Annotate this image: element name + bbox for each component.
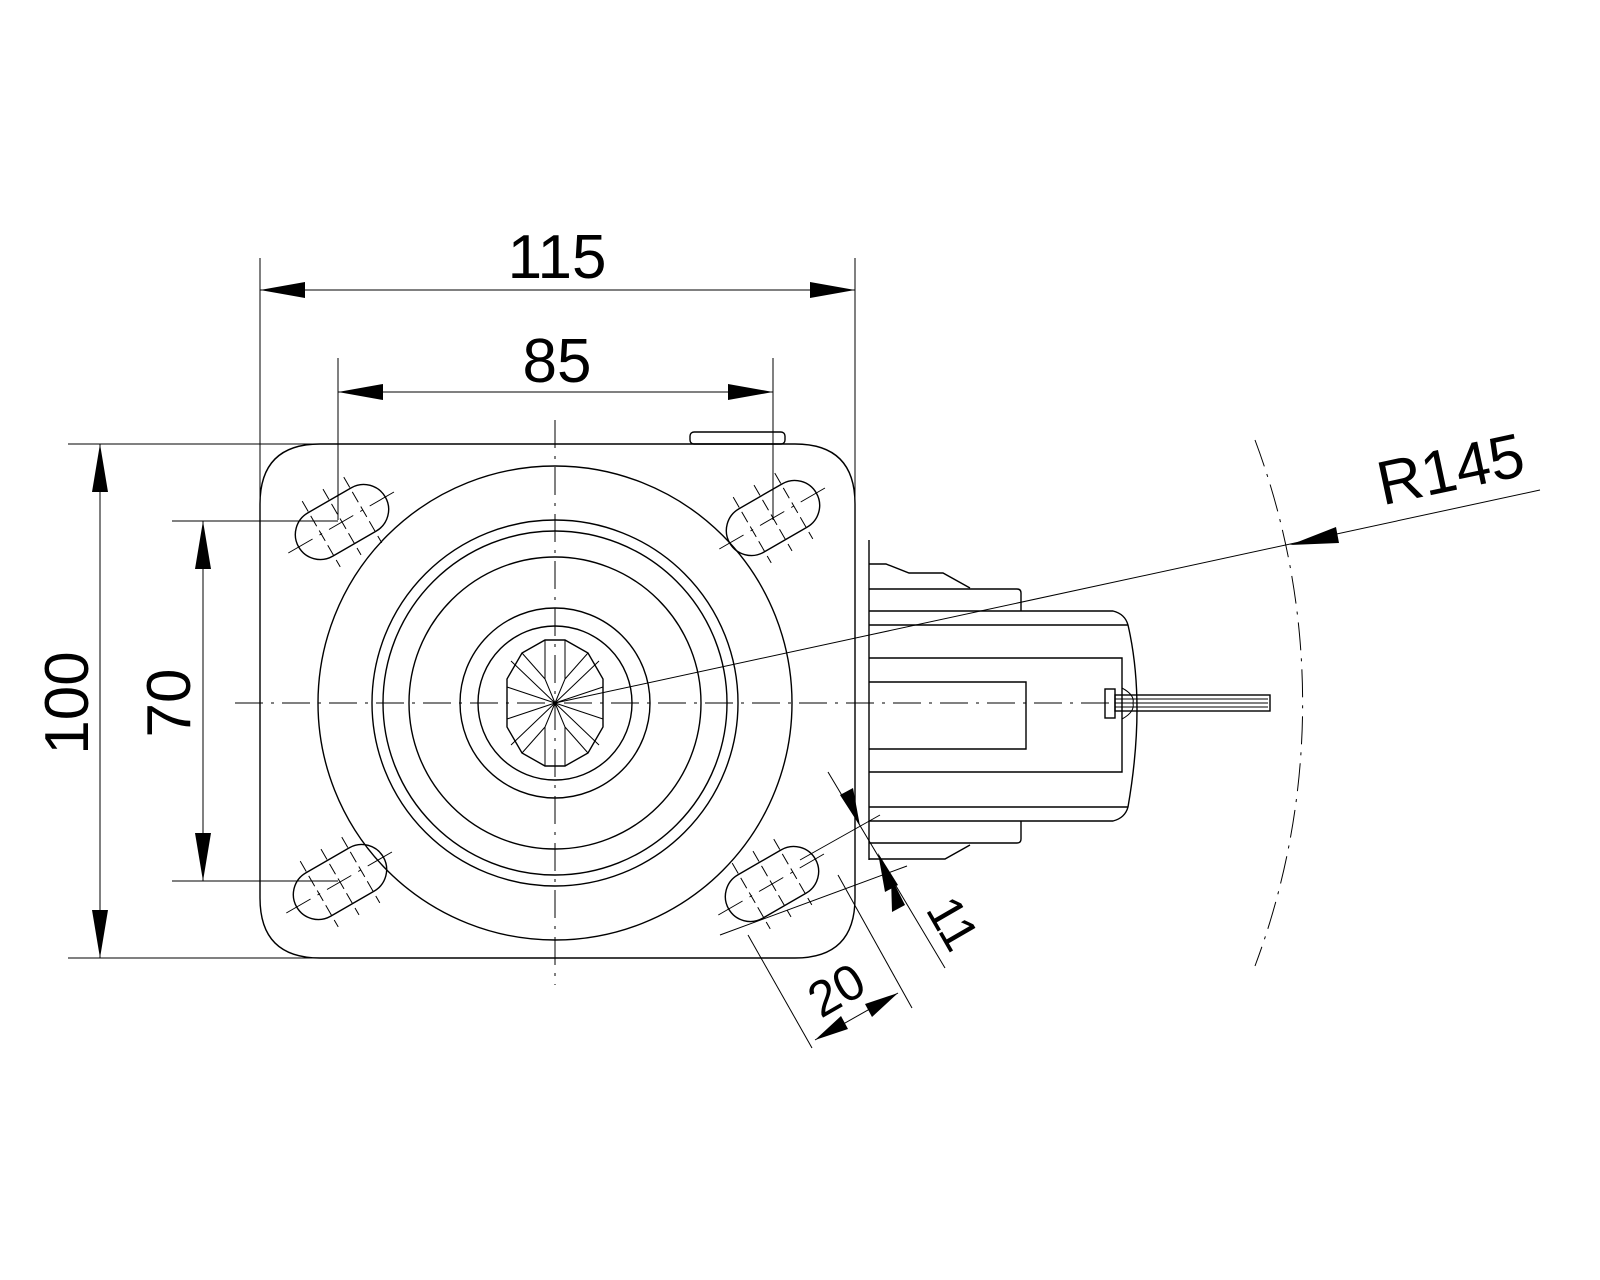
mounting-slot-bottom-left [266, 817, 414, 947]
hole-spacing-width-label: 85 [523, 327, 592, 396]
base-plate [259, 443, 856, 959]
dimension-hole-spacing-length: 70 [135, 520, 338, 882]
dimension-overall-width: 115 [259, 223, 856, 500]
radius-arrow [1290, 527, 1339, 545]
overall-width-label: 115 [508, 223, 607, 292]
overall-length-label: 100 [33, 651, 102, 754]
mounting-slot-top-left [268, 457, 416, 587]
dimension-overall-length: 100 [33, 443, 320, 959]
fork-housing [868, 540, 1138, 860]
dimension-hole-spacing-width: 85 [337, 327, 774, 520]
slot-length-label: 20 [798, 952, 874, 1028]
swivel-radius-arc [1254, 439, 1304, 967]
mounting-slot-bottom-right [698, 819, 846, 949]
kingpin-nut [506, 639, 604, 767]
radius-label: R145 [1371, 421, 1530, 519]
radius-leader [554, 489, 1541, 704]
slot-width-label: 11 [915, 887, 989, 960]
lock-tab [689, 431, 786, 445]
dimension-slot-length: 20 [747, 874, 913, 1049]
hole-spacing-length-label: 70 [135, 669, 204, 738]
